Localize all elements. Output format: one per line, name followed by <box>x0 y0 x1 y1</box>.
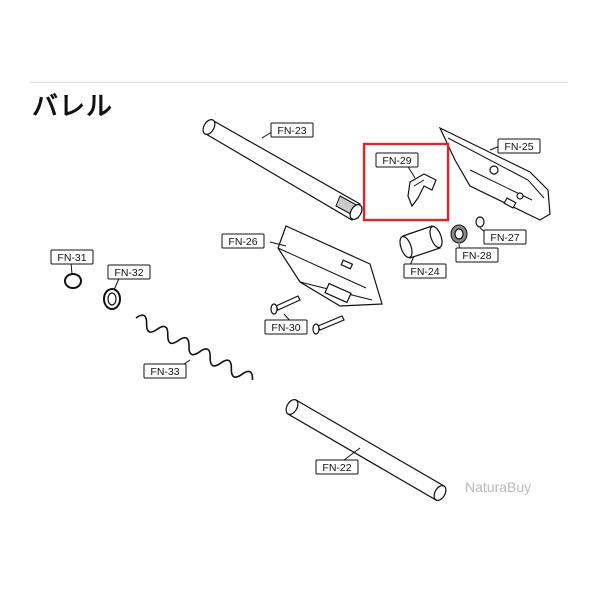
label-fn-22: FN-22 <box>315 459 359 475</box>
label-fn-26: FN-26 <box>221 233 265 249</box>
label-fn-31: FN-31 <box>50 249 94 265</box>
part-fn-32 <box>103 288 121 310</box>
header-rule <box>30 82 568 83</box>
label-fn-33: FN-33 <box>143 363 187 379</box>
svg-text:FN-29: FN-29 <box>382 155 411 167</box>
label-fn-25: FN-25 <box>497 138 541 154</box>
part-fn-33 <box>135 314 254 380</box>
label-fn-24: FN-24 <box>403 263 447 279</box>
svg-text:FN-23: FN-23 <box>277 125 306 137</box>
part-fn-25 <box>438 126 551 221</box>
part-fn-24 <box>399 225 443 259</box>
svg-text:FN-32: FN-32 <box>114 267 143 279</box>
svg-text:FN-24: FN-24 <box>410 266 439 278</box>
part-fn-26 <box>277 225 383 307</box>
svg-text:FN-26: FN-26 <box>228 236 257 248</box>
part-fn-23 <box>202 119 363 221</box>
svg-text:FN-30: FN-30 <box>271 322 300 334</box>
page-title: バレル <box>32 92 114 122</box>
label-fn-23: FN-23 <box>270 122 314 138</box>
label-fn-32: FN-32 <box>107 264 151 280</box>
part-fn-27 <box>475 216 485 228</box>
label-fn-30: FN-30 <box>264 319 308 335</box>
part-fn-29 <box>362 142 450 222</box>
part-fn-28 <box>450 224 468 244</box>
svg-text:FN-33: FN-33 <box>150 366 179 378</box>
part-fn-22 <box>285 399 447 501</box>
svg-text:FN-31: FN-31 <box>57 252 86 264</box>
label-fn-28: FN-28 <box>455 247 499 263</box>
label-fn-27: FN-27 <box>483 229 527 245</box>
part-fn-30 <box>270 295 345 335</box>
svg-text:FN-25: FN-25 <box>504 141 533 153</box>
part-fn-31 <box>64 273 82 289</box>
svg-text:FN-27: FN-27 <box>490 232 519 244</box>
svg-text:FN-22: FN-22 <box>322 462 351 474</box>
watermark: NaturaBuy <box>465 479 532 495</box>
label-fn-29: FN-29 <box>375 152 419 168</box>
svg-text:FN-28: FN-28 <box>462 250 491 262</box>
highlight-box <box>362 142 450 222</box>
